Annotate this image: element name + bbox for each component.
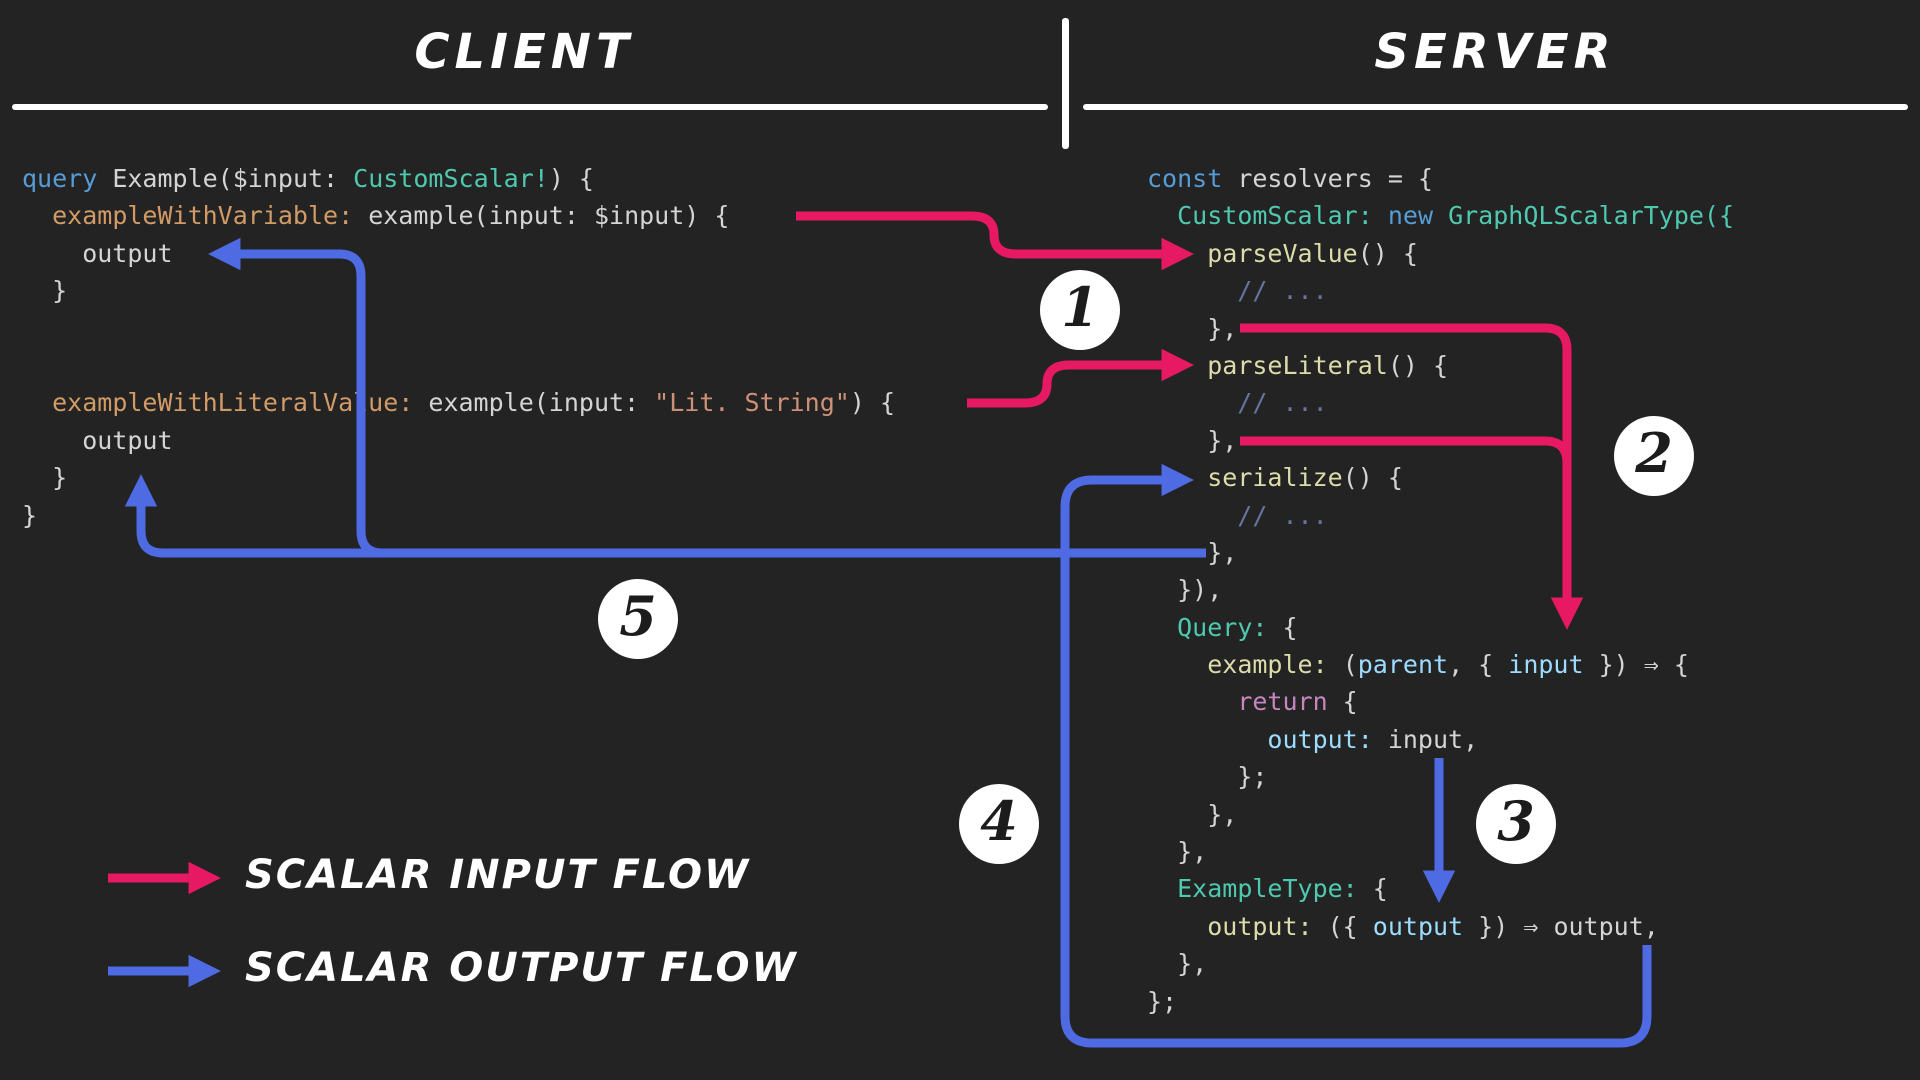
input-flow-arrow-literal-to-parseliteral xyxy=(967,348,1194,408)
code-line: const resolvers = { xyxy=(1147,164,1433,193)
step-badge-1: 1 xyxy=(1040,270,1120,350)
code-line: }, xyxy=(1147,837,1208,867)
code-line: } xyxy=(22,463,68,493)
code-line: }, xyxy=(1147,799,1238,829)
code-line: query Example($input: CustomScalar!) { xyxy=(22,164,594,193)
client-header-underline xyxy=(12,104,1048,110)
server-resolvers-code-block: const resolvers = { CustomScalar: new Gr… xyxy=(1147,160,1734,1020)
code-line: parseValue() { xyxy=(1207,238,1418,268)
step-badge-3: 3 xyxy=(1476,784,1556,864)
code-line: Query: { xyxy=(1177,612,1298,642)
code-line: output xyxy=(22,238,173,268)
legend-input-label: SCALAR INPUT FLOW xyxy=(245,852,751,898)
code-line: output: ({ output }) ⇒ output, xyxy=(1207,911,1659,941)
client-query-code-block: query Example($input: CustomScalar!) { e… xyxy=(22,160,895,534)
server-header: SERVER xyxy=(1374,24,1616,80)
code-line: } xyxy=(22,276,68,306)
step-badge-2: 2 xyxy=(1614,416,1694,496)
code-line: exampleWithLiteralValue: example(input: … xyxy=(52,388,895,418)
server-header-underline xyxy=(1083,104,1908,110)
step-badge-4: 4 xyxy=(959,784,1039,864)
client-header: CLIENT xyxy=(414,24,634,80)
code-line xyxy=(22,310,895,347)
code-line xyxy=(22,347,895,384)
code-line: }; xyxy=(1147,762,1268,792)
code-line: }, xyxy=(1147,425,1238,455)
code-line: return { xyxy=(1237,687,1358,717)
code-line: // ... xyxy=(1147,500,1328,530)
code-line: ExampleType: { xyxy=(1177,874,1388,904)
code-line: }, xyxy=(1147,313,1238,343)
client-server-divider xyxy=(1062,18,1069,149)
code-line: example: (parent, { input }) ⇒ { xyxy=(1207,650,1689,680)
code-line: }, xyxy=(1147,949,1208,979)
step-badge-5: 5 xyxy=(598,579,678,659)
code-line: output: input, xyxy=(1267,724,1479,754)
code-line: } xyxy=(22,500,38,530)
code-line: parseLiteral() { xyxy=(1207,350,1449,380)
code-line: }, xyxy=(1147,537,1238,567)
code-line: output xyxy=(22,425,173,455)
code-line: }), xyxy=(1147,575,1223,605)
legend-output-label: SCALAR OUTPUT FLOW xyxy=(245,945,798,991)
code-line: exampleWithVariable: example(input: $inp… xyxy=(52,201,730,231)
code-line: // ... xyxy=(1147,276,1328,306)
code-line: CustomScalar: new GraphQLScalarType({ xyxy=(1177,201,1735,231)
code-line: }; xyxy=(1147,986,1178,1016)
